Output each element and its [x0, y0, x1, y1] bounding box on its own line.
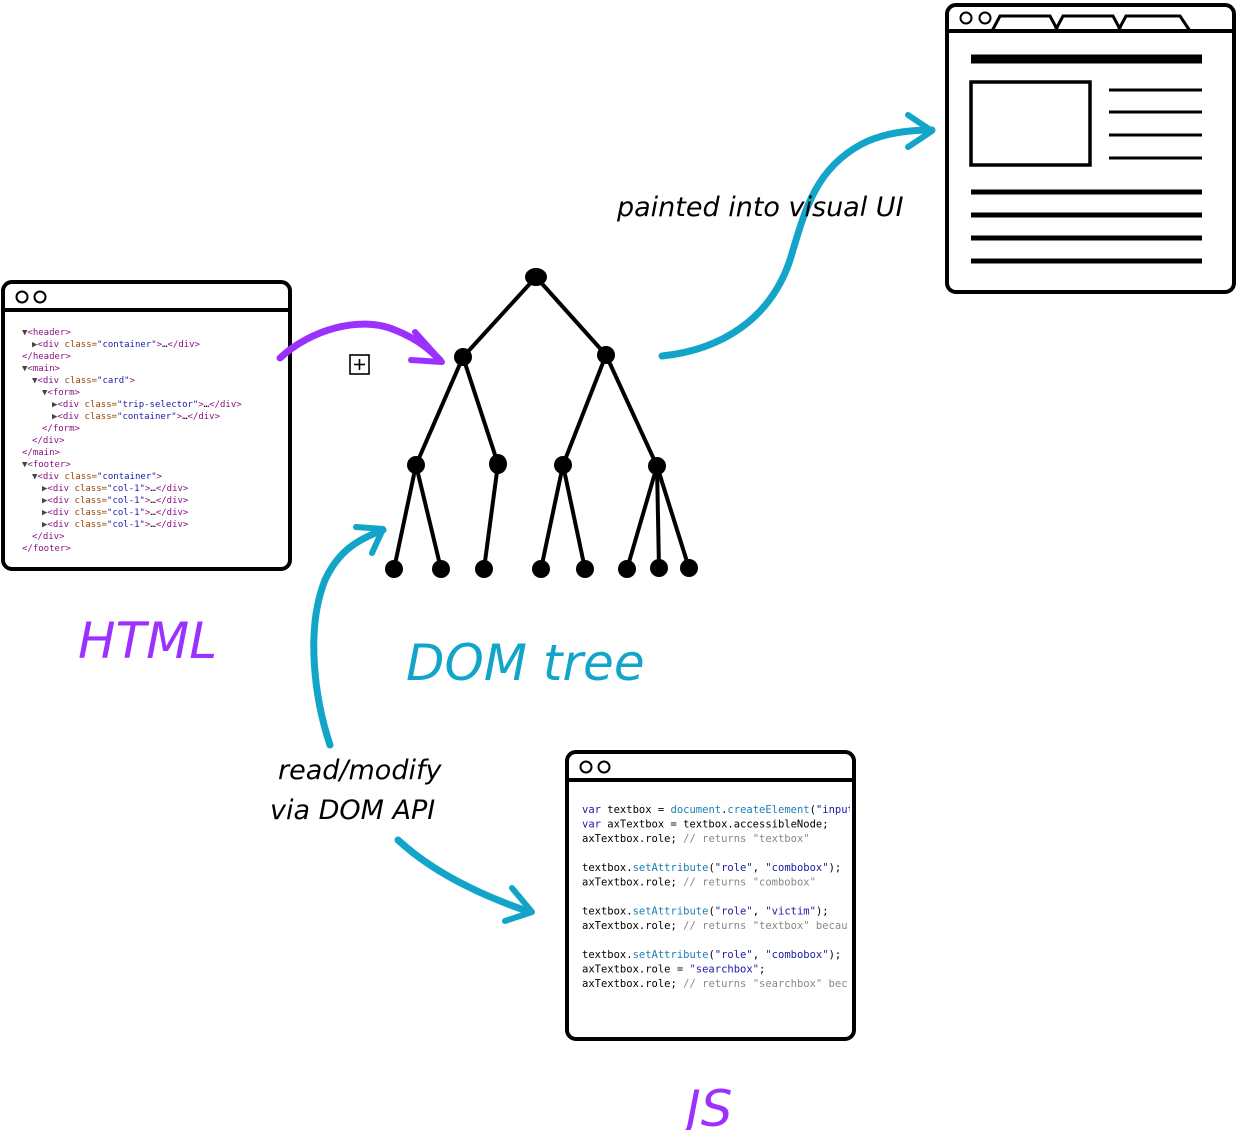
html-code-line: ▼<header> [22, 328, 71, 338]
html-code-line: ▶<div class="container">…</div> [52, 412, 221, 422]
tree-nodes [385, 268, 698, 578]
dom-tree-label: DOM tree [406, 634, 645, 692]
html-code-line: ▶<div class="trip-selector">…</div> [52, 400, 242, 410]
tree-node [407, 456, 425, 474]
tree-leaf-node [650, 559, 668, 577]
window-dot-icon [15, 290, 29, 304]
arrowhead-icon [502, 885, 535, 924]
html-code-listing: ▼<header> ▶<div class="container">…</div>… [22, 328, 242, 554]
dom-tree [385, 268, 698, 578]
page-side-text-lines [1109, 88, 1202, 160]
html-code-line: ▶<div class="col-1">…</div> [42, 508, 189, 518]
html-code-line: </main> [22, 448, 61, 458]
tree-leaf-node [576, 560, 594, 578]
html-code-line: ▶<div class="container">…</div> [32, 340, 201, 350]
html-code-line: </footer> [22, 544, 71, 554]
html-code-line: </form> [42, 424, 81, 434]
js-code-line: textbox.setAttribute("role", "combobox")… [582, 949, 841, 961]
html-code-line: </div> [32, 532, 65, 542]
tree-leaf-node [385, 560, 403, 578]
window-dot-icon [978, 11, 992, 25]
arrowhead-icon [353, 524, 386, 556]
arrow-api-to-js [394, 836, 534, 916]
arrowhead-icon [408, 329, 445, 365]
js-code-line: axTextbox.role; // returns "textbox" bec… [582, 920, 848, 932]
js-code-line: axTextbox.role; // returns "searchbox" b… [582, 978, 848, 990]
js-code-line: textbox.setAttribute("role", "victim"); [582, 906, 829, 918]
js-code-line: axTextbox.role = "searchbox"; [582, 964, 765, 976]
tree-leaf-node [432, 560, 450, 578]
html-window-frame [1, 280, 292, 571]
js-code-line: textbox.setAttribute("role", "combobox")… [582, 862, 841, 874]
js-code-line: var textbox = document.createElement("in… [582, 804, 854, 816]
read-modify-label: read/modify [278, 755, 442, 786]
arrow-dom-to-ui [658, 126, 936, 360]
html-code-line: ▼<div class="container"> [32, 472, 163, 482]
tree-leaf-node [475, 560, 493, 578]
html-code-line: ▼<footer> [22, 460, 71, 470]
js-code-line: axTextbox.role; // returns "textbox" [582, 833, 810, 845]
html-code-line: </header> [22, 352, 71, 362]
tree-node [648, 457, 666, 475]
html-code-line: ▶<div class="col-1">…</div> [42, 496, 189, 506]
plus-box-icon [349, 354, 370, 375]
browser-tabs-icon [990, 14, 1192, 32]
tree-leaf-node [532, 560, 550, 578]
page-body-text-lines [971, 189, 1202, 264]
html-code-line: ▼<main> [22, 364, 61, 374]
window-dot-icon [597, 760, 611, 774]
tree-root-node [525, 268, 547, 286]
tree-node [454, 348, 472, 366]
tree-edges [392, 275, 691, 570]
via-dom-api-label: via DOM API [270, 795, 435, 826]
html-code-line: </div> [32, 436, 65, 446]
tree-node [489, 454, 507, 474]
js-window: var textbox = document.createElement("in… [565, 750, 856, 1041]
html-window: ▼<header> ▶<div class="container">…</div>… [1, 280, 292, 571]
window-dot-icon [579, 760, 593, 774]
html-code-line: ▶<div class="col-1">…</div> [42, 484, 189, 494]
browser-window [945, 3, 1236, 294]
tree-node [597, 346, 615, 364]
window-dot-icon [959, 11, 973, 25]
html-label: HTML [78, 612, 217, 670]
tree-node [554, 456, 572, 474]
js-label: JS [677, 1080, 732, 1130]
js-code-line: axTextbox.role; // returns "combobox" [582, 877, 816, 889]
js-code-line: var axTextbox = textbox.accessibleNode; [582, 819, 829, 831]
html-code-line: ▶<div class="col-1">…</div> [42, 520, 189, 530]
arrow-js-to-dom [310, 526, 387, 749]
window-dot-icon [33, 290, 47, 304]
page-image-box [969, 80, 1092, 167]
tree-leaf-node [618, 560, 636, 578]
js-window-frame [565, 750, 856, 1041]
html-code-line: ▼<form> [42, 388, 81, 398]
js-code-listing: var textbox = document.createElement("in… [582, 804, 854, 990]
tree-leaf-node [680, 559, 698, 577]
painted-label: painted into visual UI [616, 192, 904, 223]
html-code-line: ▼<div class="card"> [32, 376, 136, 386]
arrowhead-icon [905, 112, 935, 150]
